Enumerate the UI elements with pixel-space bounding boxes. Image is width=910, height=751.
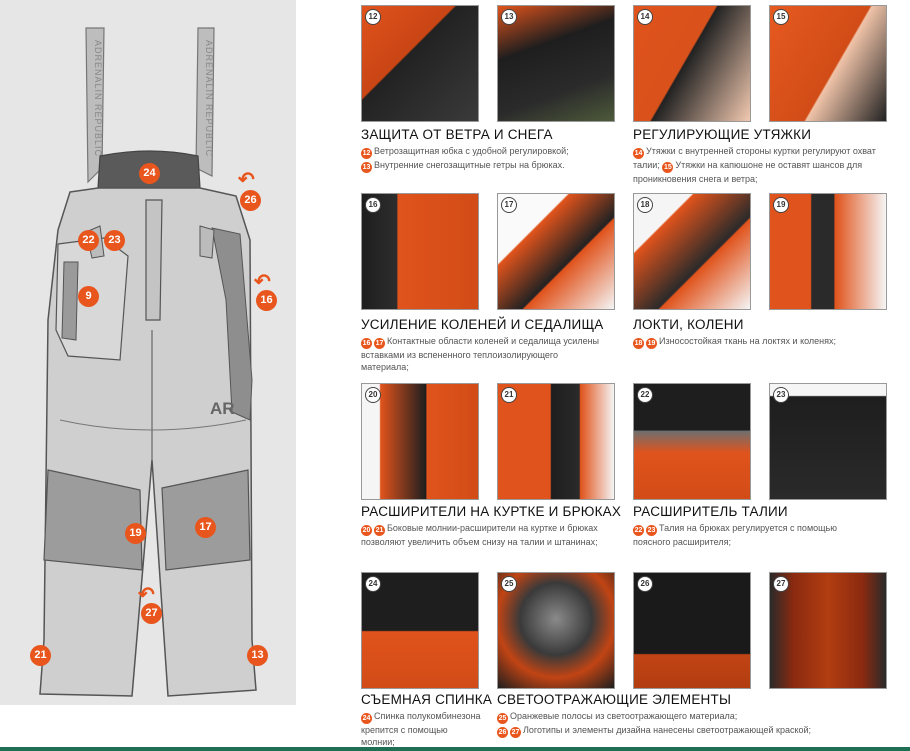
photo-23: 23	[769, 383, 887, 500]
callout-27: 27	[141, 603, 162, 624]
section-title: РАСШИРИТЕЛЬ ТАЛИИ	[633, 504, 788, 519]
callout-26: 26	[240, 190, 261, 211]
bottom-rule	[0, 747, 910, 751]
photo-18: 18	[633, 193, 751, 310]
callout-23: 23	[104, 230, 125, 251]
callout-17: 17	[195, 517, 216, 538]
section-title: УСИЛЕНИЕ КОЛЕНЕЙ И СЕДАЛИЩА	[361, 317, 604, 332]
callout-22: 22	[78, 230, 99, 251]
photo-22: 22	[633, 383, 751, 500]
callout-21: 21	[30, 645, 51, 666]
photo-19: 19	[769, 193, 887, 310]
section-title: СЪЕМНАЯ СПИНКА	[361, 692, 493, 707]
section-title: ЗАЩИТА ОТ ВЕТРА И СНЕГА	[361, 127, 553, 142]
curved-arrow-icon: ↶	[138, 584, 155, 606]
suspender-text-right: ADRENALIN REPUBLIC	[204, 40, 214, 157]
photo-20: 20	[361, 383, 479, 500]
photo-15: 15	[769, 5, 887, 122]
photo-17: 17	[497, 193, 615, 310]
callout-24: 24	[139, 163, 160, 184]
section-title: ЛОКТИ, КОЛЕНИ	[633, 317, 744, 332]
photo-25: 25	[497, 572, 615, 689]
photo-13: 13	[497, 5, 615, 122]
photo-27: 27	[769, 572, 887, 689]
photo-16: 16	[361, 193, 479, 310]
callout-9: 9	[78, 286, 99, 307]
photo-24: 24	[361, 572, 479, 689]
photo-21: 21	[497, 383, 615, 500]
photo-14: 14	[633, 5, 751, 122]
callout-19: 19	[125, 523, 146, 544]
suspender-text-left: ADRENALIN REPUBLIC	[93, 40, 103, 157]
section-title: РАСШИРИТЕЛИ НА КУРТКЕ И БРЮКАХ	[361, 504, 622, 519]
callout-16: 16	[256, 290, 277, 311]
photo-26: 26	[633, 572, 751, 689]
curved-arrow-icon: ↶	[238, 169, 255, 191]
diagram-logo: AR	[210, 399, 235, 418]
photo-12: 12	[361, 5, 479, 122]
curved-arrow-icon: ↶	[254, 271, 271, 293]
pants-diagram-panel: ADRENALIN REPUBLIC ADRENALIN REPUBLIC AR…	[0, 0, 296, 705]
callout-13: 13	[247, 645, 268, 666]
section-title: РЕГУЛИРУЮЩИЕ УТЯЖКИ	[633, 127, 812, 142]
section-title: СВЕТООТРАЖАЮЩИЕ ЭЛЕМЕНТЫ	[497, 692, 732, 707]
